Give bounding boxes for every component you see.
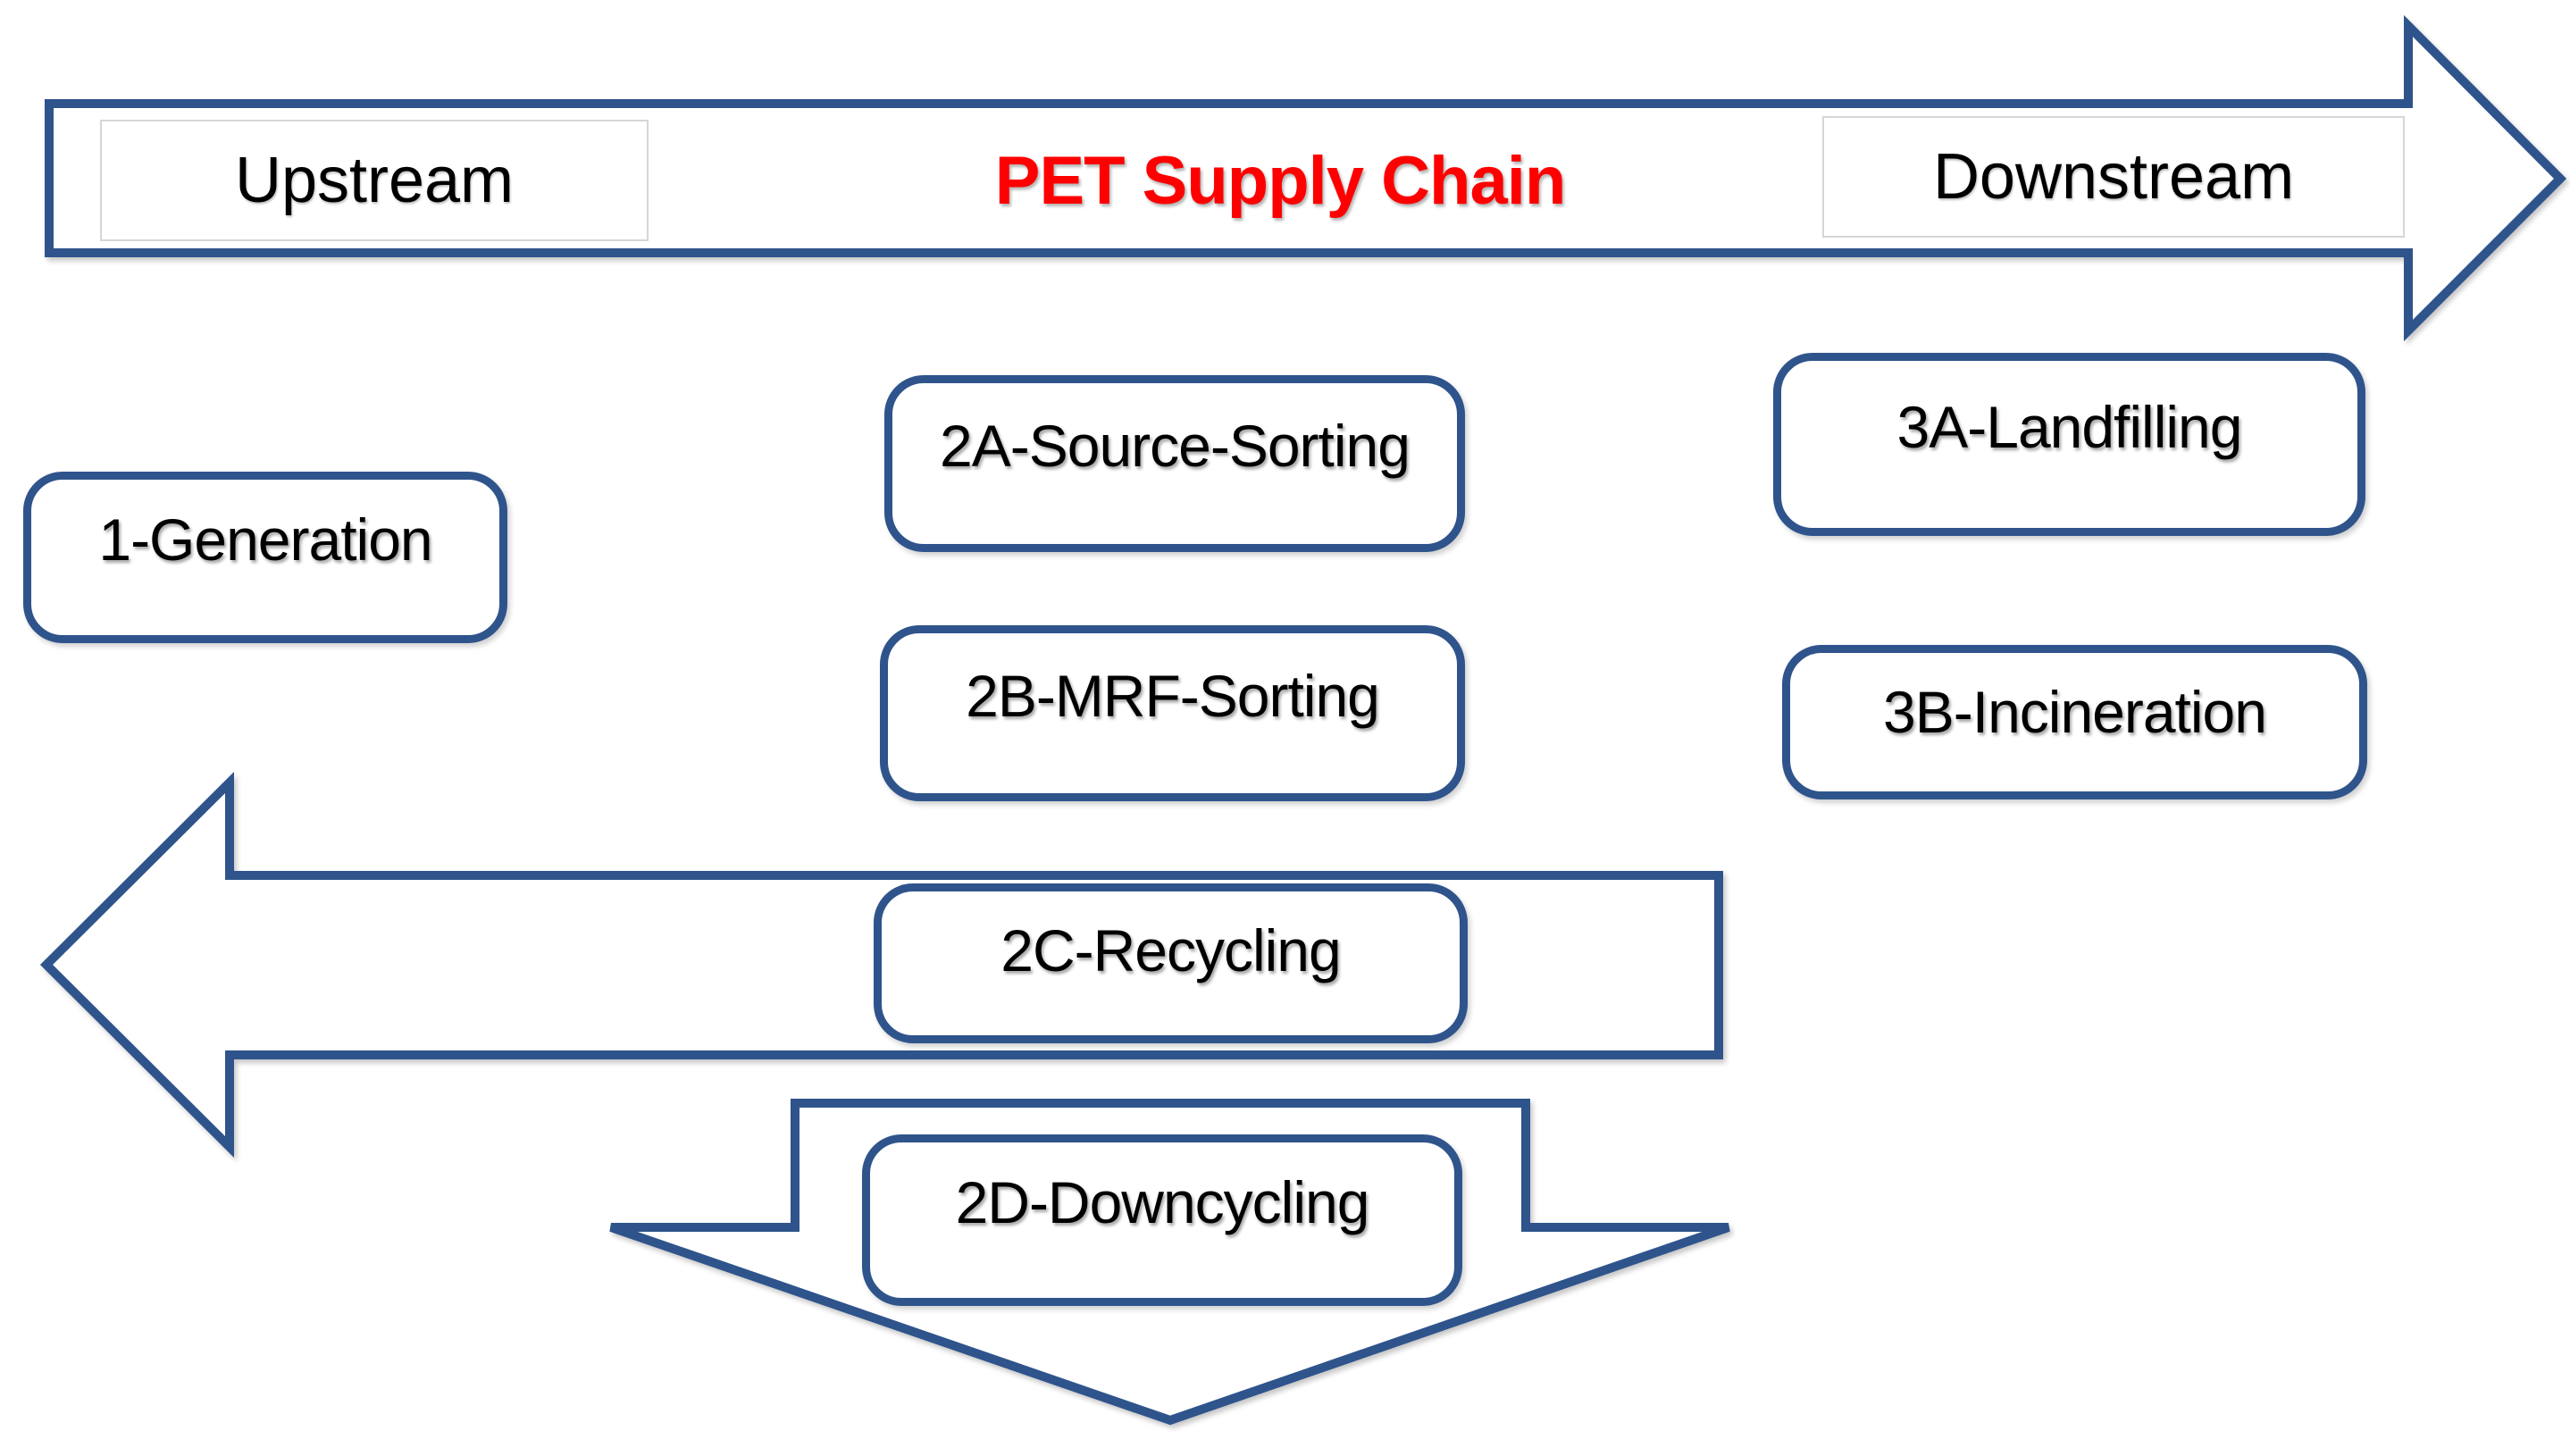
node-recycling-label: 2C-Recycling	[1000, 916, 1341, 983]
supply-chain-right-arrow	[45, 14, 2567, 342]
downstream-label: Downstream	[1932, 141, 2295, 213]
upstream-label-box: Upstream	[100, 120, 649, 241]
downstream-label-box: Downstream	[1822, 116, 2405, 238]
node-downcycling-label: 2D-Downcycling	[955, 1169, 1370, 1235]
node-generation: 1-Generation	[23, 472, 507, 643]
node-mrf-sorting: 2B-MRF-Sorting	[880, 625, 1465, 801]
node-source-sorting: 2A-Source-Sorting	[884, 375, 1465, 552]
node-generation-label: 1-Generation	[98, 506, 432, 573]
diagram-title: PET Supply Chain	[994, 142, 1567, 219]
node-recycling: 2C-Recycling	[874, 883, 1468, 1043]
node-landfilling-label: 3A-Landfilling	[1896, 393, 2243, 460]
node-incineration-label: 3B-Incineration	[1883, 678, 2267, 745]
node-incineration: 3B-Incineration	[1782, 645, 2367, 799]
node-downcycling: 2D-Downcycling	[862, 1134, 1462, 1306]
node-mrf-sorting-label: 2B-MRF-Sorting	[966, 662, 1380, 729]
node-source-sorting-label: 2A-Source-Sorting	[940, 413, 1411, 479]
upstream-label: Upstream	[234, 145, 515, 216]
node-landfilling: 3A-Landfilling	[1773, 353, 2365, 536]
